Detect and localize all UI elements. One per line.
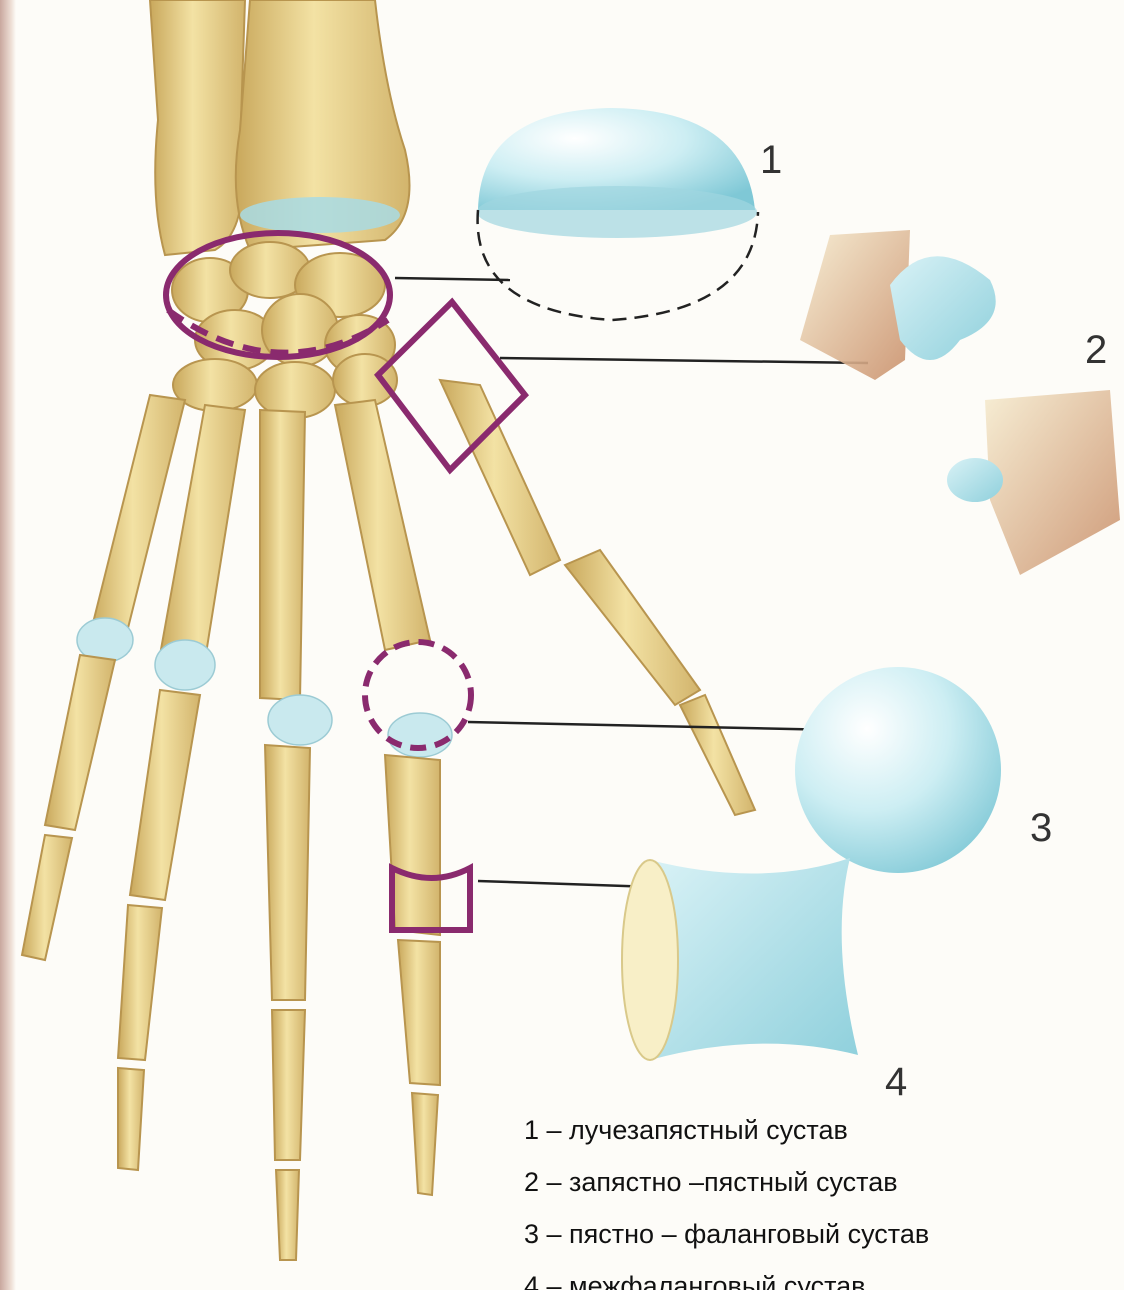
saddle-joint-model — [800, 230, 1120, 575]
label-1: 1 — [760, 140, 782, 180]
finger-phalanges — [22, 655, 440, 1260]
forearm-bones — [150, 0, 410, 255]
thumb-phalanges — [565, 550, 755, 815]
leader-lines — [395, 278, 868, 887]
legend-item-2: 2 – запястно –пястный сустав — [524, 1156, 1114, 1208]
legend-item-4: 4 – межфаланговый сустав — [524, 1260, 1114, 1290]
legend-item-1: 1 – лучезапястный сустав — [524, 1104, 1114, 1156]
legend-item-3: 3 – пястно – фаланговый сустав — [524, 1208, 1114, 1260]
ellipsoid-joint-model — [477, 108, 758, 320]
radius-cartilage — [240, 197, 400, 233]
ball-joint-model — [795, 667, 1001, 873]
legend: 1 – лучезапястный сустав 2 – запястно –п… — [524, 1104, 1114, 1290]
label-3: 3 — [1030, 808, 1052, 848]
label-4: 4 — [885, 1062, 907, 1102]
hinge-joint-model — [622, 858, 858, 1060]
label-2: 2 — [1085, 330, 1107, 370]
ulna-bone — [150, 0, 245, 255]
